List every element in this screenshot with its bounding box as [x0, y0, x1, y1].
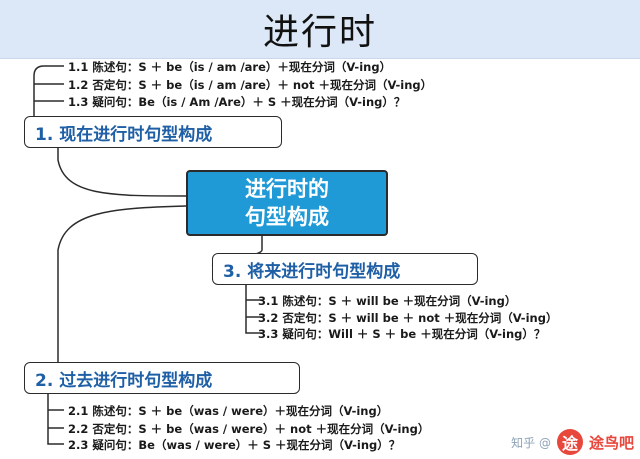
connector-center-branch-2 [57, 205, 187, 364]
center-node-line-2: 句型构成 [245, 205, 329, 229]
branch-node-3: 3. 将来进行时句型构成 [212, 253, 478, 285]
connector-center-branch-1 [57, 148, 187, 197]
branch-1-rule-3: 1.3 疑问句：Be（is / Am /Are）＋ S ＋现在分词（V-ing）… [68, 95, 406, 109]
center-node: 进行时的 句型构成 [186, 170, 388, 236]
branch-2-rule-3: 2.3 疑问句：Be（was / were）＋ S ＋现在分词（V-ing）？ [68, 438, 401, 452]
center-node-line-1: 进行时的 [245, 177, 329, 201]
connector-branch-2-rules [47, 392, 64, 445]
branch-2-rule-1: 2.1 陈述句：S ＋ be（was / were）＋现在分词（V-ing） [68, 404, 389, 418]
watermark-zhihu: 知乎 @ [511, 435, 551, 450]
branch-node-1: 1. 现在进行时句型构成 [24, 116, 282, 148]
branch-3-rule-1: 3.1 陈述句：S ＋ will be ＋现在分词（V-ing） [258, 294, 517, 308]
watermark-logo-icon: 途 [556, 429, 583, 455]
branch-1-rule-2: 1.2 否定句：S ＋ be（is / am /are）＋ not ＋现在分词（… [68, 78, 433, 92]
branch-3-rule-2: 3.2 否定句：S ＋ will be ＋ not ＋现在分词（V-ing） [258, 311, 558, 325]
title-banner: 进行时 [0, 0, 640, 59]
branch-node-2-label: 2. 过去进行时句型构成 [35, 370, 213, 391]
watermark-site: 途鸟吧 [588, 433, 634, 452]
branch-node-1-label: 1. 现在进行时句型构成 [35, 124, 213, 145]
branch-node-3-label: 3. 将来进行时句型构成 [223, 261, 401, 282]
connector-branch-3-rules [245, 285, 262, 334]
branch-3-rule-3: 3.3 疑问句：Will ＋ S ＋ be ＋现在分词（V-ing）？ [258, 327, 546, 341]
branch-2-rule-2: 2.2 否定句：S ＋ be（was / were）＋ not ＋现在分词（V-… [68, 422, 430, 436]
branch-node-2: 2. 过去进行时句型构成 [24, 362, 300, 394]
branch-1-rule-1: 1.1 陈述句：S ＋ be（is / am /are）＋现在分词（V-ing） [68, 60, 392, 74]
page-title: 进行时 [262, 12, 377, 53]
watermark: 知乎 @ 途 途鸟吧 [511, 429, 634, 455]
connector-branch-1-rules [33, 65, 64, 116]
